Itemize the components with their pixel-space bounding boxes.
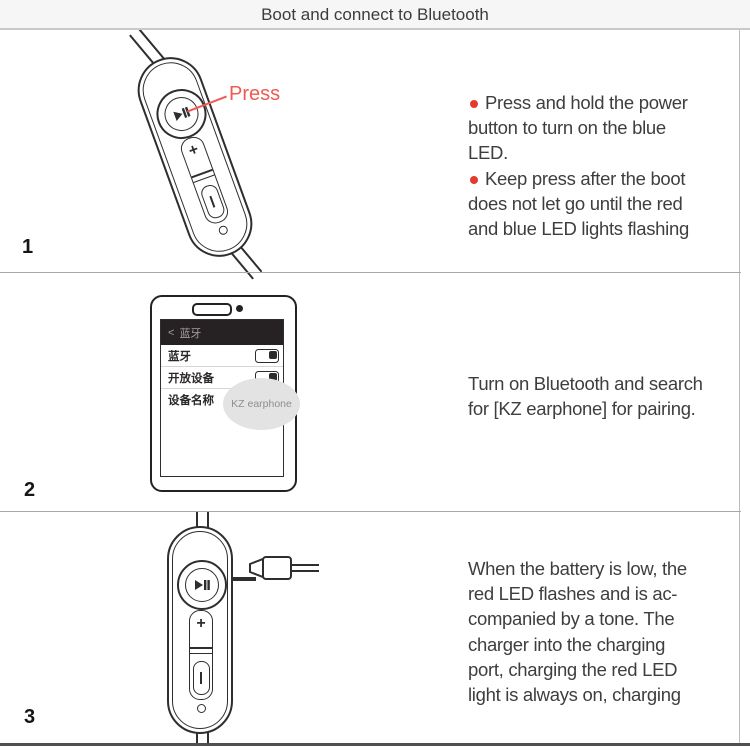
earphone-cable-bottom <box>195 732 209 744</box>
bottom-divider <box>0 743 750 746</box>
back-chevron-icon: < <box>168 326 175 339</box>
instruction-line: Press and hold the power <box>468 90 740 115</box>
mic-hole <box>196 704 206 713</box>
step3-number: 3 <box>24 706 36 728</box>
usb-plug-icon <box>249 556 319 580</box>
page-header: Boot and connect to Bluetooth <box>0 0 750 30</box>
bullet-icon <box>470 100 478 108</box>
row-label: 蓝牙 <box>168 350 191 363</box>
bluetooth-row: 蓝牙 <box>161 345 283 367</box>
minus-dash-icon <box>209 195 216 208</box>
minus-dash-icon <box>199 672 203 684</box>
section-divider <box>0 272 741 273</box>
instruction-line: charger into the charging <box>468 633 666 655</box>
remote-inner-outline <box>172 531 228 729</box>
press-label: Press <box>229 83 281 105</box>
instruction-line: port, charging the red LED <box>468 658 678 680</box>
bluetooth-toggle <box>255 348 279 363</box>
section-divider <box>0 511 741 512</box>
slot-divider-line <box>190 647 212 649</box>
volume-up-icon: + <box>196 615 206 632</box>
bluetooth-settings-header: < 蓝牙 <box>161 320 283 345</box>
instruction-line: Turn on Bluetooth and search <box>468 373 703 394</box>
instruction-line: light is always on, charging <box>468 683 681 705</box>
inline-remote-illustration: + <box>128 47 262 267</box>
instruction-line: When the battery is low, the <box>468 558 687 579</box>
step1-instructions: Press and hold the power button to turn … <box>468 90 740 241</box>
page-title: Boot and connect to Bluetooth <box>261 5 489 24</box>
step2-instructions: Turn on Bluetooth and search for [KZ ear… <box>468 371 740 421</box>
instruction-line: LED. <box>468 142 508 164</box>
device-name-row: 设备名称 <box>161 389 283 410</box>
play-pause-icon <box>172 106 191 122</box>
toggle-knob <box>268 372 277 381</box>
camera-icon <box>236 305 243 312</box>
charging-port <box>231 577 256 581</box>
instruction-line: for [KZ earphone] for pairing. <box>468 398 696 420</box>
power-button <box>177 560 227 610</box>
earphone-cable-top <box>195 511 209 529</box>
row-label: 开放设备 <box>168 372 214 385</box>
power-button-inner <box>185 568 219 602</box>
row-label: 设备名称 <box>168 394 214 407</box>
device-name-bubble: KZ earphone <box>223 378 300 430</box>
power-button-inner <box>159 92 204 136</box>
instruction-line: companied by a tone. The <box>468 608 675 630</box>
instruction-line: does not let go until the red <box>468 192 683 214</box>
bullet-icon <box>470 175 478 184</box>
right-border-line <box>739 30 740 746</box>
step2-number: 2 <box>24 479 36 501</box>
phone-screen: < 蓝牙 蓝牙 开放设备 设备名称 <box>160 319 284 477</box>
step3-instructions: When the battery is low, the red LED fla… <box>468 556 740 707</box>
volume-slot: + <box>189 610 213 700</box>
volume-up-icon: + <box>186 140 202 161</box>
phone-illustration: < 蓝牙 蓝牙 开放设备 设备名称 KZ earphone <box>150 295 300 492</box>
instruction-line: red LED flashes and is ac- <box>468 583 678 605</box>
slot-divider-line <box>190 652 212 654</box>
instruction-line: and blue LED lights flashing <box>468 217 689 239</box>
inline-remote-illustration: + <box>167 526 233 734</box>
earpiece-icon <box>192 303 232 316</box>
instruction-line: Keep press after the boot <box>468 166 740 191</box>
step1-number: 1 <box>22 236 34 258</box>
volume-down-button <box>192 661 210 695</box>
toggle-knob <box>268 350 277 359</box>
play-pause-icon <box>194 580 210 590</box>
screen-title: 蓝牙 <box>179 327 202 340</box>
instruction-line: button to turn on the blue <box>468 117 666 139</box>
